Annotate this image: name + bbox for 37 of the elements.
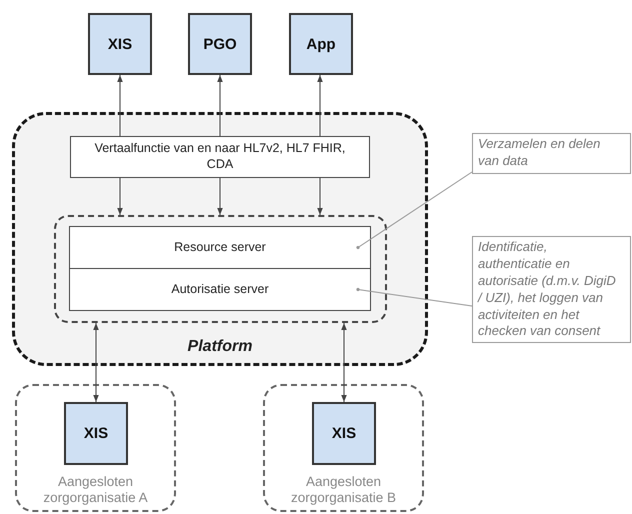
- group-label: Aangesloten zorgorganisatie A: [42, 474, 149, 506]
- box-label: Resource server: [174, 240, 266, 256]
- box-label: XIS: [84, 425, 108, 442]
- container-title: Platform: [186, 338, 254, 356]
- arrow: [317, 74, 323, 136]
- callout-box: [472, 236, 631, 344]
- system-box: [64, 402, 128, 465]
- platform-container: [12, 112, 428, 366]
- system-box: [188, 13, 252, 75]
- arrow: [93, 322, 99, 402]
- arrow: [317, 178, 323, 216]
- process-box: [69, 226, 371, 269]
- callout-text: Identificatie, authenticatie en autorisatie (d.m.v. DigiD / UZI), het loggen van activiteiten en het checken van consent: [478, 239, 616, 338]
- organisation-group: [15, 384, 176, 512]
- box-label: App: [306, 36, 336, 52]
- server-group-box: [54, 215, 387, 323]
- system-box: [312, 402, 376, 465]
- system-box: [88, 13, 152, 75]
- process-box: [70, 136, 370, 178]
- arrow: [117, 178, 123, 216]
- arrow: [117, 74, 123, 136]
- group-label: Aangesloten zorgorganisatie B: [290, 474, 398, 506]
- arrow: [217, 74, 223, 136]
- box-label: Vertaalfunctie van en naar HL7v2, HL7 FHIR, CDA: [94, 141, 346, 173]
- box-label: PGO: [203, 36, 237, 52]
- box-label: Autorisatie server: [171, 282, 269, 298]
- arrow: [341, 322, 347, 402]
- leader-line: [356, 172, 472, 250]
- box-label: XIS: [108, 36, 132, 52]
- system-box: [289, 13, 353, 75]
- process-box: [69, 268, 371, 311]
- organisation-group: [263, 384, 424, 512]
- callout-box: [472, 133, 631, 174]
- leader-line: [356, 288, 472, 306]
- callout-text: Verzamelen en delen van data: [478, 136, 600, 168]
- box-label: XIS: [332, 425, 356, 442]
- arrow: [217, 178, 223, 216]
